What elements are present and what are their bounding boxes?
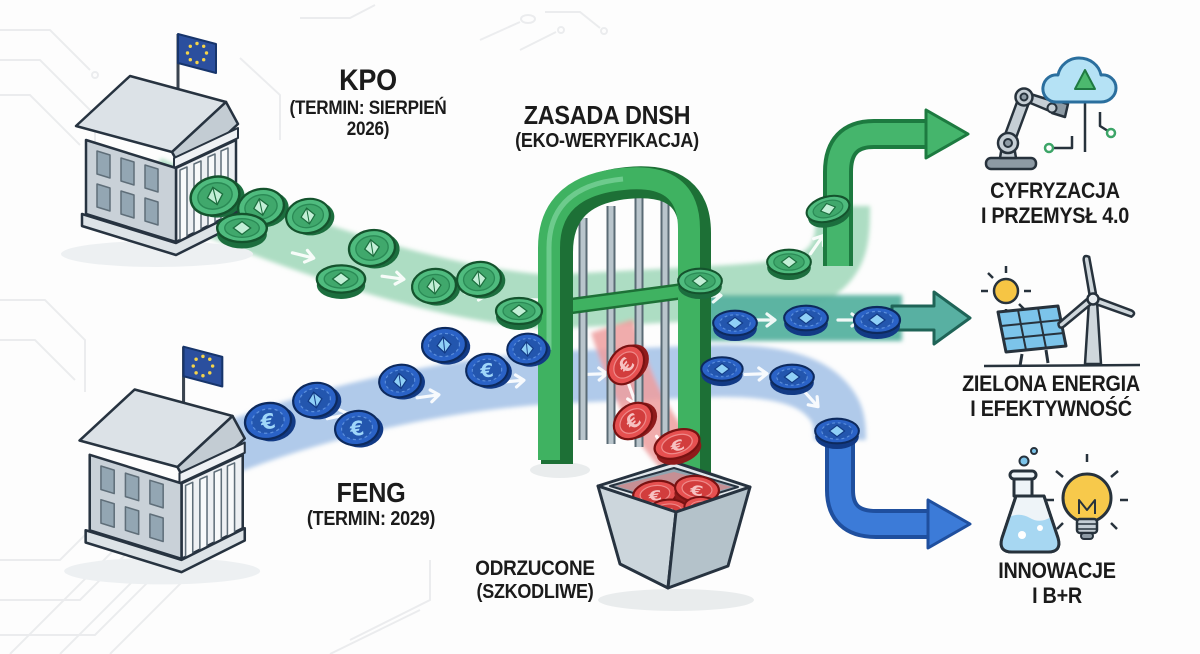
kpo-deadline-line1: (TERMIN: SIERPIEŃ: [289, 97, 447, 119]
outcome-energy-line2: I EFEKTYWNOŚĆ: [970, 395, 1132, 421]
feng-bank-building: [62, 345, 262, 586]
outcome-energy-icons: [981, 254, 1141, 368]
kpo-title: KPO: [339, 64, 397, 97]
kpo-deadline-line2: 2026): [346, 118, 390, 140]
rejected-title: ODRZUCONE: [475, 557, 595, 580]
outcome-innovation-line1: INNOWACJE: [998, 558, 1116, 583]
dnsh-subtitle: (EKO-WERYFIKACJA): [515, 130, 699, 153]
outcome-digital-icons: [984, 56, 1118, 171]
feng-label: FENG (TERMIN: 2029): [272, 477, 470, 531]
solar-panel-icon: [996, 304, 1068, 367]
outcome-innovation-label: INNOWACJE I B+R: [958, 558, 1156, 608]
outcome-digital-label: CYFRYZACJA I PRZEMYSŁ 4.0: [952, 178, 1159, 228]
lightbulb-icon: [1046, 454, 1128, 540]
wind-turbine-icon: [1056, 254, 1137, 366]
outcome-innovation-icons: [999, 447, 1128, 554]
rejected-label: ODRZUCONE (SZKODLIWE): [436, 557, 634, 603]
kpo-label: KPO (TERMIN: SIERPIEŃ 2026): [260, 64, 476, 140]
kpo-output-arrow: [823, 108, 970, 266]
outcome-energy-line1: ZIELONA ENERGIA: [962, 371, 1140, 396]
mixed-output-arrow: [890, 290, 972, 346]
outcome-digital-line2: I PRZEMYSŁ 4.0: [980, 202, 1130, 228]
feng-output-arrow: [825, 428, 972, 550]
sun-icon: [981, 266, 1031, 316]
cloud-upload-icon: [1041, 56, 1118, 154]
feng-title: FENG: [336, 477, 406, 508]
flask-icon: [999, 447, 1061, 554]
circuit-pattern-background: [0, 4, 608, 654]
trash-bin-icon: [596, 460, 754, 611]
outcome-digital-line1: CYFRYZACJA: [990, 178, 1120, 203]
outcome-energy-label: ZIELONA ENERGIA I EFEKTYWNOŚĆ: [943, 371, 1159, 421]
dnsh-gate-label: ZASADA DNSH (EKO-WERYFIKACJA): [481, 100, 733, 153]
feng-deadline: (TERMIN: 2029): [306, 508, 436, 531]
rejected-subtitle: (SZKODLIWE): [476, 580, 594, 603]
outcome-innovation-line2: I B+R: [1032, 582, 1082, 608]
dnsh-title: ZASADA DNSH: [523, 100, 691, 130]
